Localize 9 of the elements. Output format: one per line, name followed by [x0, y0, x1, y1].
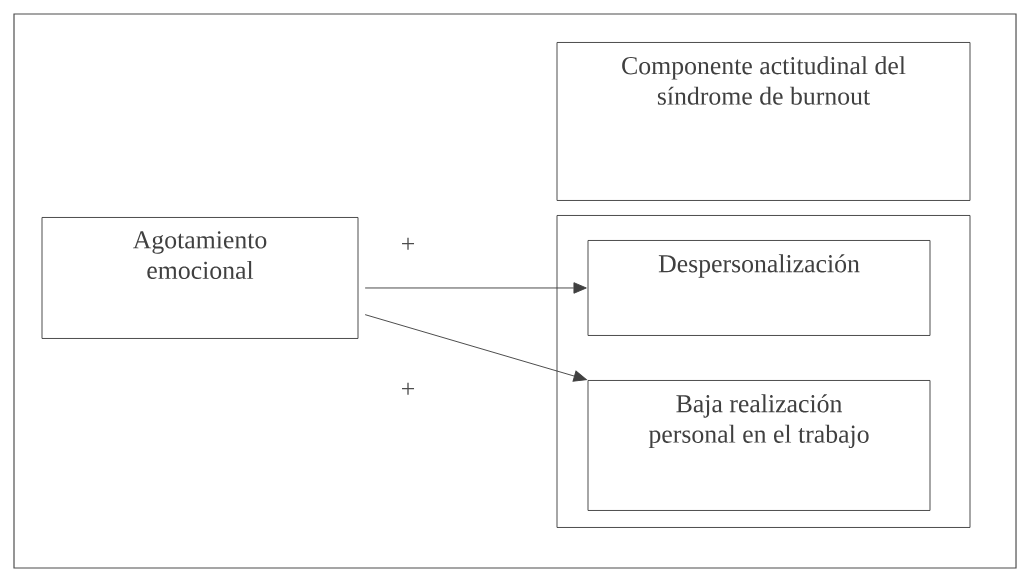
heading-box: Componente actitudinal del síndrome de burnout	[556, 42, 971, 201]
process-box: Agotamiento emocional	[41, 217, 359, 339]
edge-label: +	[399, 381, 417, 399]
group-box	[556, 215, 971, 528]
process-box: Baja realización personal en el trabajo	[587, 380, 931, 511]
arrow	[364, 314, 587, 382]
edge-label: +	[399, 236, 417, 254]
arrow	[364, 282, 587, 294]
process-box: Despersonalización	[587, 240, 931, 336]
